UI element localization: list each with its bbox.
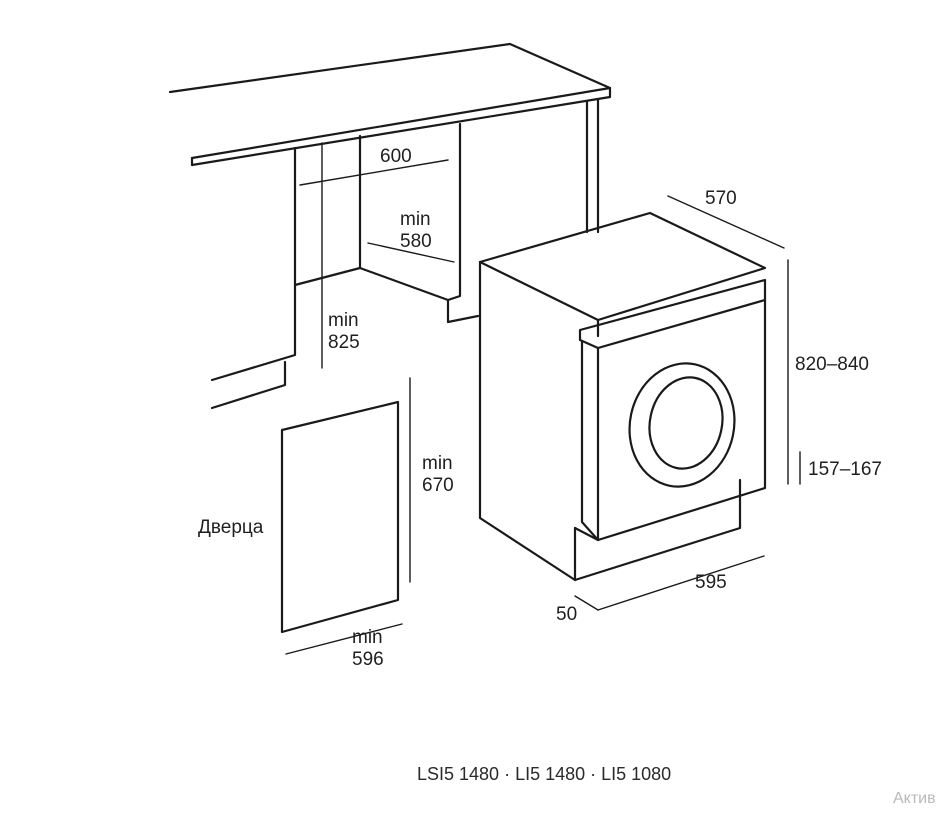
door-width-value-label: 596 — [352, 649, 384, 670]
cabinet-height-value-label: 825 — [328, 332, 360, 353]
left-cabinet-front-edge — [210, 146, 297, 382]
door-width-min-label: min — [352, 627, 383, 648]
cabinet-width-label: 600 — [380, 146, 412, 167]
machine-plinth — [573, 478, 742, 582]
machine-depth-label: 570 — [705, 188, 737, 209]
door-panel-drawing — [280, 377, 411, 655]
door-panel-outline — [280, 400, 400, 634]
countertop-top-edge — [168, 42, 612, 160]
niche-floor-right — [358, 266, 450, 302]
plinth-offset-dimension-line — [574, 595, 599, 611]
machine-top-surface — [478, 211, 767, 322]
plinth-height-label: 157–167 — [808, 459, 882, 480]
porthole-inner — [648, 376, 724, 470]
niche-depth-guide — [367, 242, 455, 263]
machine-height-label: 820–840 — [795, 354, 869, 375]
watermark-text: Актив — [893, 790, 936, 807]
machine-depth-dimension-line — [667, 195, 785, 249]
niche-guide-horizontal — [299, 159, 449, 186]
door-height-min-label: min — [422, 453, 453, 474]
cabinet-depth-value-label: 580 — [400, 231, 432, 252]
door-label: Дверца — [198, 517, 264, 538]
door-height-value-label: 670 — [422, 475, 454, 496]
cabinet-depth-min-label: min — [400, 209, 431, 230]
model-caption: LSI5 1480 · LI5 1480 · LI5 1080 — [417, 764, 671, 784]
washing-machine-drawing — [478, 195, 801, 611]
machine-width-label: 595 — [695, 572, 727, 593]
kitchen-cabinet-drawing — [168, 42, 612, 410]
machine-left-side — [478, 260, 577, 582]
cabinet-height-min-label: min — [328, 310, 359, 331]
machine-control-strip — [578, 278, 767, 350]
door-width-dimension-line — [285, 623, 403, 655]
niche-floor-left — [293, 266, 362, 287]
plinth-offset-label: 50 — [556, 604, 577, 625]
right-cabinet-niche-edge — [446, 122, 480, 324]
left-cabinet-plinth — [210, 360, 287, 410]
machine-width-dimension-line — [597, 555, 765, 611]
machine-plinth-top — [573, 526, 600, 542]
countertop-front-edge — [190, 86, 612, 167]
machine-front-panel — [580, 298, 767, 542]
porthole-outer — [628, 362, 736, 488]
